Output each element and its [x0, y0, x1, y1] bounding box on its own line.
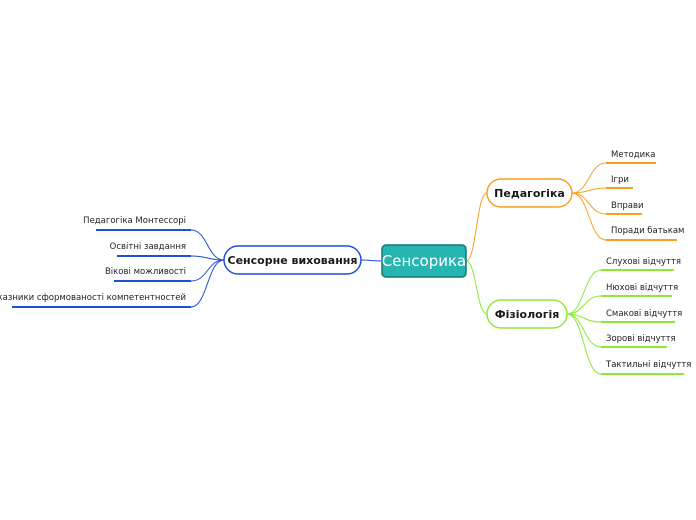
leaf-label: Слухові відчуття [606, 257, 681, 267]
connector-leaf [571, 162, 607, 194]
center-node[interactable]: Сенсорика [381, 244, 467, 278]
center-node-label: Сенсорика [382, 252, 466, 270]
leaf-methodology[interactable]: Методика [606, 150, 656, 164]
leaf-parent-tips[interactable]: Поради батькам [606, 226, 684, 241]
connector-leaf [571, 192, 607, 241]
connector-leaf [571, 192, 607, 215]
leaf-label: Зорові відчуття [606, 334, 676, 344]
connector-leaf [566, 295, 602, 315]
leaf-label: Нюхові відчуття [606, 283, 678, 293]
connector-leaf [190, 229, 225, 261]
connector-leaf [566, 269, 602, 315]
connector-center-sensory [360, 259, 383, 262]
leaf-competence-indicators[interactable]: Показники сформованості компетентностей [0, 293, 191, 308]
leaf-auditory[interactable]: Слухові відчуття [601, 257, 681, 271]
leaf-label: Ігри [611, 175, 629, 185]
leaf-label: Вікові можливості [105, 267, 186, 277]
leaf-label: Методика [611, 150, 655, 160]
leaf-games[interactable]: Ігри [606, 175, 633, 189]
leaf-label: Смакові відчуття [606, 309, 682, 319]
connector-center-pedagogy [465, 192, 488, 262]
branch-pedagogy-label: Педагогіка [494, 187, 565, 200]
connector-leaf [566, 313, 602, 375]
branch-pedagogy[interactable]: Педагогіка [486, 178, 573, 208]
branch-physiology[interactable]: Фізіологія [486, 299, 568, 329]
leaf-educational-tasks[interactable]: Освітні завдання [110, 242, 191, 257]
connector-leaf [571, 187, 607, 194]
connectors [190, 162, 607, 375]
connector-center-physiology [465, 260, 488, 315]
leaf-label: Педагогіка Монтессорі [83, 216, 186, 226]
leaf-age-abilities[interactable]: Вікові можливості [105, 267, 191, 282]
leaf-label: Освітні завдання [110, 242, 186, 252]
leaf-gustatory[interactable]: Смакові відчуття [601, 309, 682, 323]
leaf-label: Тактильні відчуття [605, 360, 691, 370]
connector-leaf [190, 259, 225, 282]
leaf-label: Поради батькам [611, 226, 684, 236]
connector-leaf [190, 255, 225, 261]
connector-leaf [566, 313, 602, 348]
branch-sensory-education-label: Сенсорне виховання [228, 254, 358, 267]
leaf-label: Вправи [611, 201, 644, 211]
leaf-olfactory[interactable]: Нюхові відчуття [601, 283, 678, 297]
leaf-tactile[interactable]: Тактильні відчуття [601, 360, 691, 375]
branch-physiology-label: Фізіологія [495, 308, 560, 321]
branch-sensory-education[interactable]: Сенсорне виховання [223, 245, 362, 275]
connector-leaf [190, 259, 225, 308]
leaf-montessori[interactable]: Педагогіка Монтессорі [83, 216, 191, 231]
leaf-exercises[interactable]: Вправи [606, 201, 644, 215]
leaf-visual[interactable]: Зорові відчуття [601, 334, 676, 348]
leaf-label: Показники сформованості компетентностей [0, 293, 186, 303]
